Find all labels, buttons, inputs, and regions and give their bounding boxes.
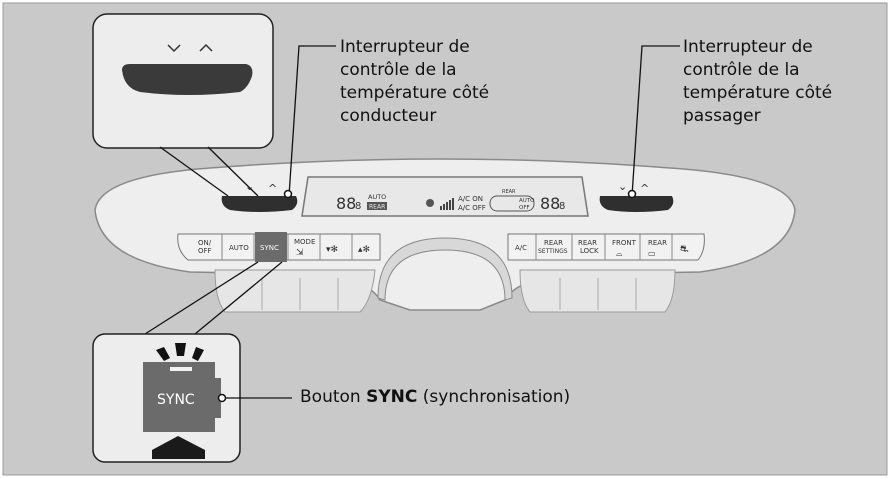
right-button-bank: [507, 233, 705, 261]
rear-defrost-button[interactable]: REAR: [648, 239, 667, 247]
zoom-sync-button: [143, 362, 221, 432]
passenger-leader-dot: [627, 189, 637, 199]
zoom-down-arrow-icon: [167, 44, 181, 53]
lcd-right-off: OFF: [519, 205, 530, 211]
sync-indicator-led: [170, 367, 192, 371]
sync-button[interactable]: [255, 232, 287, 262]
rear-defrost-icon: ▭: [648, 249, 656, 258]
lcd-left-temp-decimal: 8: [355, 201, 361, 212]
mode-button-label: MODE: [294, 238, 315, 246]
lcd-right-temp: 88: [540, 194, 560, 213]
passenger-down-arrow-icon: ⌄: [618, 180, 627, 193]
front-defrost-button[interactable]: FRONT: [612, 239, 637, 247]
lower-left-trim: [214, 269, 376, 313]
driver-leader-line: [288, 45, 336, 197]
lcd-right-auto: AUTO: [519, 198, 535, 204]
driver-down-arrow-icon: ⌄: [245, 180, 254, 193]
zoom-driver-switch: [122, 64, 253, 95]
auto-button[interactable]: AUTO: [229, 244, 249, 252]
callout-driver-switch: Interrupteur de contrôle de la températu…: [340, 37, 490, 126]
callout-sync-suffix: (synchronisation): [417, 387, 571, 407]
zoom-connector: [207, 146, 259, 197]
callout-sync-button: Bouton SYNC (synchronisation): [300, 386, 570, 409]
sync-zoom-connector: [144, 261, 259, 335]
driver-temp-switch[interactable]: [221, 196, 298, 212]
mode-vent-icon: ⇲: [296, 248, 304, 258]
lcd-ac-off: A/C OFF: [458, 204, 486, 212]
led-light-rays-icon: [156, 343, 204, 361]
lcd-right-temp-decimal: 8: [559, 201, 565, 212]
lcd-rear-label: REAR: [369, 204, 385, 211]
fan-down-button[interactable]: ▾✻: [326, 245, 338, 255]
center-vent-arch: [377, 237, 513, 301]
front-defrost-icon: ⌓: [616, 249, 623, 258]
zoom-sync-label: SYNC: [157, 392, 195, 408]
callout-sync-bold: SYNC: [366, 387, 418, 407]
press-arrow-icon: [152, 436, 205, 459]
lcd-auto-label: AUTO: [368, 193, 386, 201]
driver-up-arrow-icon: ^: [268, 182, 277, 195]
driver-leader-dot: [283, 189, 293, 199]
zoom-connector: [159, 146, 229, 197]
lcd-rear-badge: [367, 202, 387, 210]
callout-sync-prefix: Bouton: [300, 387, 367, 407]
sync-button-label: SYNC: [260, 244, 279, 252]
on-off-button[interactable]: ON/OFF: [198, 239, 212, 255]
fan-up-button[interactable]: ▴✻: [358, 245, 370, 255]
passenger-leader-line: [631, 45, 680, 197]
passenger-temp-switch[interactable]: [599, 196, 674, 212]
zoom-up-arrow-icon: [199, 43, 213, 52]
lcd-rear-zone: [489, 195, 535, 212]
fan-icon: [426, 199, 434, 207]
passenger-up-arrow-icon: ^: [640, 182, 649, 195]
recirculation-button[interactable]: ⛐: [680, 244, 689, 255]
sync-zoom-connector: [194, 261, 283, 335]
lcd-rear-small: REAR: [502, 189, 516, 195]
lcd-ac-on: A/C ON: [458, 195, 483, 203]
sync-leader-dot: [217, 393, 227, 403]
fan-level-bars: [440, 198, 454, 210]
callout-passenger-switch: Interrupteur de contrôle de la températu…: [683, 37, 833, 126]
ac-button[interactable]: A/C: [515, 244, 527, 252]
lcd-left-temp: 88: [336, 194, 356, 213]
